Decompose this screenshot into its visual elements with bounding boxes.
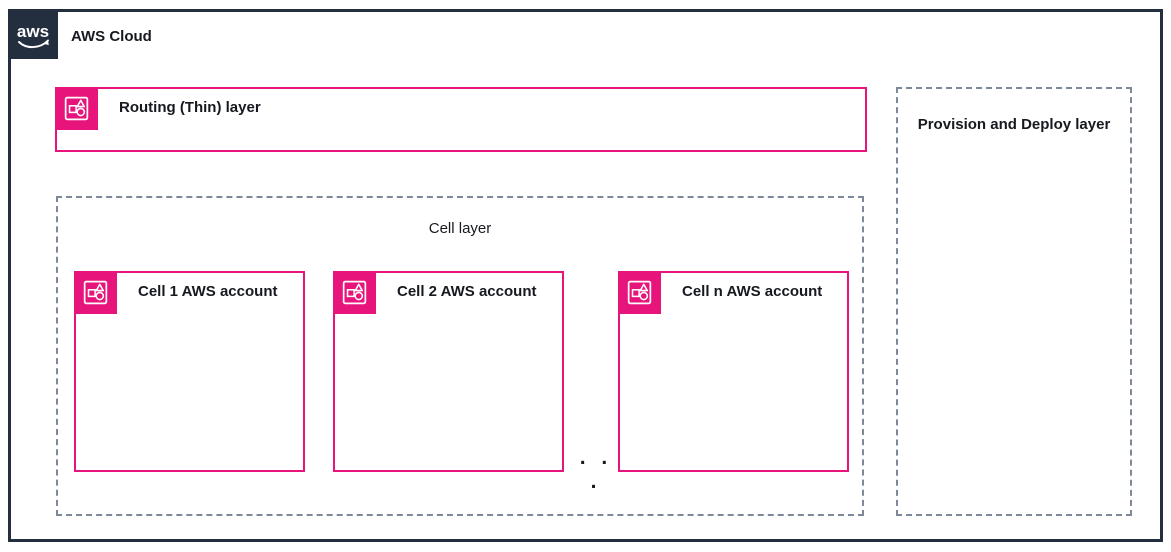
aws-logo: aws (8, 9, 58, 59)
shapes-glyph-icon (627, 280, 652, 305)
cells-ellipsis: . . . (579, 446, 613, 493)
aws-resource-icon (74, 271, 117, 314)
cell-layer-label: Cell layer (428, 220, 492, 237)
shapes-glyph-icon (64, 96, 89, 121)
routing-layer-label: Routing (Thin) layer (119, 99, 261, 116)
aws-resource-icon (333, 271, 376, 314)
aws-resource-icon (618, 271, 661, 314)
aws-resource-icon (55, 87, 98, 130)
cell-layer-group: Cell layer Cell 1 AWS account (56, 196, 864, 516)
aws-smile-arrowhead (44, 40, 49, 46)
shapes-glyph-icon (342, 280, 367, 305)
aws-cloud-label: AWS Cloud (71, 28, 152, 45)
provision-deploy-layer-group: Provision and Deploy layer (896, 87, 1132, 516)
aws-logo-icon: aws (17, 22, 49, 49)
aws-cloud-group: aws AWS Cloud Routing (Thin) layer Cell … (8, 9, 1163, 542)
cell-2-account-label: Cell 2 AWS account (397, 283, 537, 300)
cell-1-account-label: Cell 1 AWS account (138, 283, 278, 300)
cell-n-account-box: Cell n AWS account (618, 271, 849, 472)
aws-smile-swoosh (18, 39, 49, 49)
aws-logo-text: aws (17, 22, 49, 41)
cell-1-account-box: Cell 1 AWS account (74, 271, 305, 472)
routing-layer-box: Routing (Thin) layer (55, 87, 867, 152)
cell-n-account-label: Cell n AWS account (682, 283, 823, 300)
cell-2-account-box: Cell 2 AWS account (333, 271, 564, 472)
provision-deploy-layer-label: Provision and Deploy layer (917, 116, 1111, 133)
shapes-glyph-icon (83, 280, 108, 305)
